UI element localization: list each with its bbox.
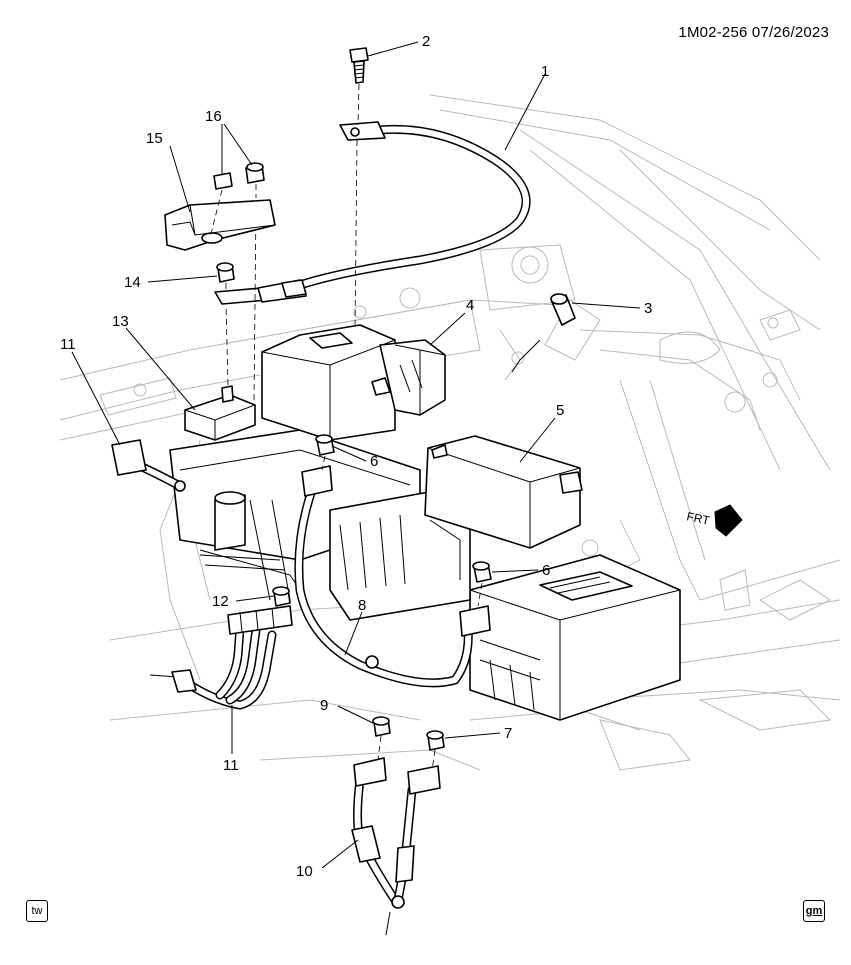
callout-16: 16: [205, 108, 222, 125]
frt-label: FRT: [685, 509, 711, 528]
vehicle-structure-ghost: [59, 94, 841, 771]
callout-8: 8: [358, 597, 366, 614]
part-4-battery-cover: [261, 324, 446, 441]
callout-12: 12: [212, 593, 229, 610]
tw-badge-icon: tw: [26, 900, 48, 922]
callout-2: 2: [422, 33, 430, 50]
callout-14: 14: [124, 274, 141, 291]
part-3-terminal-cap: [511, 293, 576, 373]
diagram-id-date: 1M02-256 07/26/2023: [678, 24, 829, 41]
callout-leaders: [71, 41, 641, 869]
gm-logo-icon: gm: [803, 900, 825, 922]
part-6-nut-lower: [472, 561, 492, 607]
callout-9: 9: [320, 697, 328, 714]
part-16-fasteners: [209, 162, 265, 239]
part-10-cable: [351, 757, 441, 936]
part-11-harness-upper: [111, 439, 186, 492]
callout-1: 1: [541, 63, 549, 80]
part-15-bracket: [164, 199, 276, 251]
callout-3: 3: [644, 300, 652, 317]
callout-numbers: 1 2 3 4 5 6 6 7 8 9 10 11 11 12 13 14 15…: [60, 33, 652, 880]
callout-6-lower: 6: [542, 562, 550, 579]
part-2-bolt: [349, 47, 369, 331]
callout-15: 15: [146, 130, 163, 147]
part-14-nut: [216, 262, 235, 292]
callout-6-upper: 6: [370, 453, 378, 470]
part-5-fuse-block-cover: [424, 435, 583, 549]
part-12-nut: [272, 586, 291, 607]
part-7-nut: [426, 730, 445, 771]
callout-11-lower: 11: [223, 757, 239, 774]
callout-10: 10: [296, 863, 313, 880]
part-9-nut: [372, 716, 391, 761]
underhood-fuse-block: [329, 489, 681, 721]
callout-5: 5: [556, 402, 564, 419]
front-direction-indicator: FRT: [685, 504, 743, 537]
part-8-fusible-link-cable: [294, 465, 491, 688]
callout-11-upper: 11: [60, 336, 76, 353]
part-13-battery-terminal: [184, 204, 257, 441]
callout-4: 4: [466, 297, 474, 314]
part-11-harness-lower: [149, 605, 293, 710]
part-6-nut-upper: [315, 434, 335, 471]
callout-13: 13: [112, 313, 129, 330]
callout-7: 7: [504, 725, 512, 742]
frt-arrow-icon: [714, 504, 743, 537]
